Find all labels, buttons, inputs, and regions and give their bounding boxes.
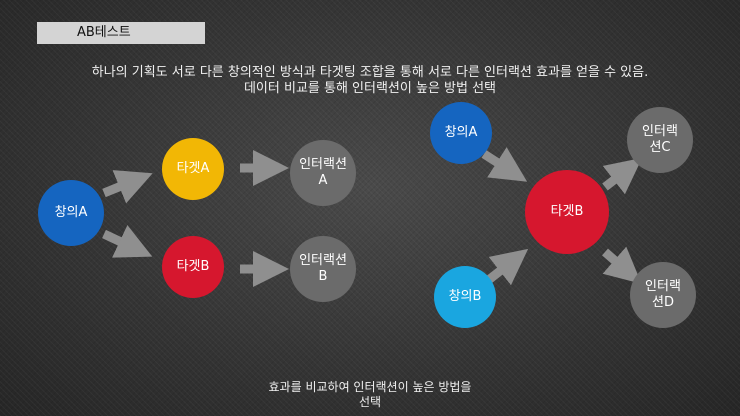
- node-result-a: 인터랙션 A: [290, 140, 356, 206]
- arrow-source-b-to-target: [483, 248, 529, 286]
- node-target-b-right: 타겟B: [525, 170, 609, 254]
- description-line-2: 데이터 비교를 통해 인터랙션이 높은 방법 선택: [243, 81, 497, 96]
- arrow-target-to-result-c: [602, 157, 643, 195]
- node-source-creative-a: 창의A: [38, 180, 104, 246]
- section-tag: AB테스트: [37, 22, 205, 44]
- description-line-1: 하나의 기획도 서로 다른 창의적인 방식과 타겟팅 조합을 통해 서로 다른 …: [91, 65, 649, 80]
- node-target-a: 타겟A: [162, 138, 224, 200]
- node-target-b-left: 타겟B: [162, 236, 224, 298]
- footer-line-2: 선택: [358, 395, 382, 409]
- node-source-creative-b: 창의B: [434, 266, 496, 328]
- footer-caption: 효과를 비교하여 인터랙션이 높은 방법을 선택: [0, 380, 740, 410]
- arrow-source-a-to-target: [481, 147, 528, 182]
- node-result-c: 인터랙 션C: [627, 107, 693, 173]
- arrow-source-to-target-a: [102, 170, 153, 204]
- node-result-b: 인터랙션 B: [290, 236, 356, 302]
- arrow-source-to-target-b: [102, 225, 153, 258]
- footer-line-1: 효과를 비교하여 인터랙션이 높은 방법을: [268, 380, 472, 394]
- node-source-creative-a-right: 창의A: [430, 102, 492, 164]
- node-result-d: 인터랙 션D: [630, 262, 696, 328]
- arrow-target-to-result-d: [602, 246, 642, 284]
